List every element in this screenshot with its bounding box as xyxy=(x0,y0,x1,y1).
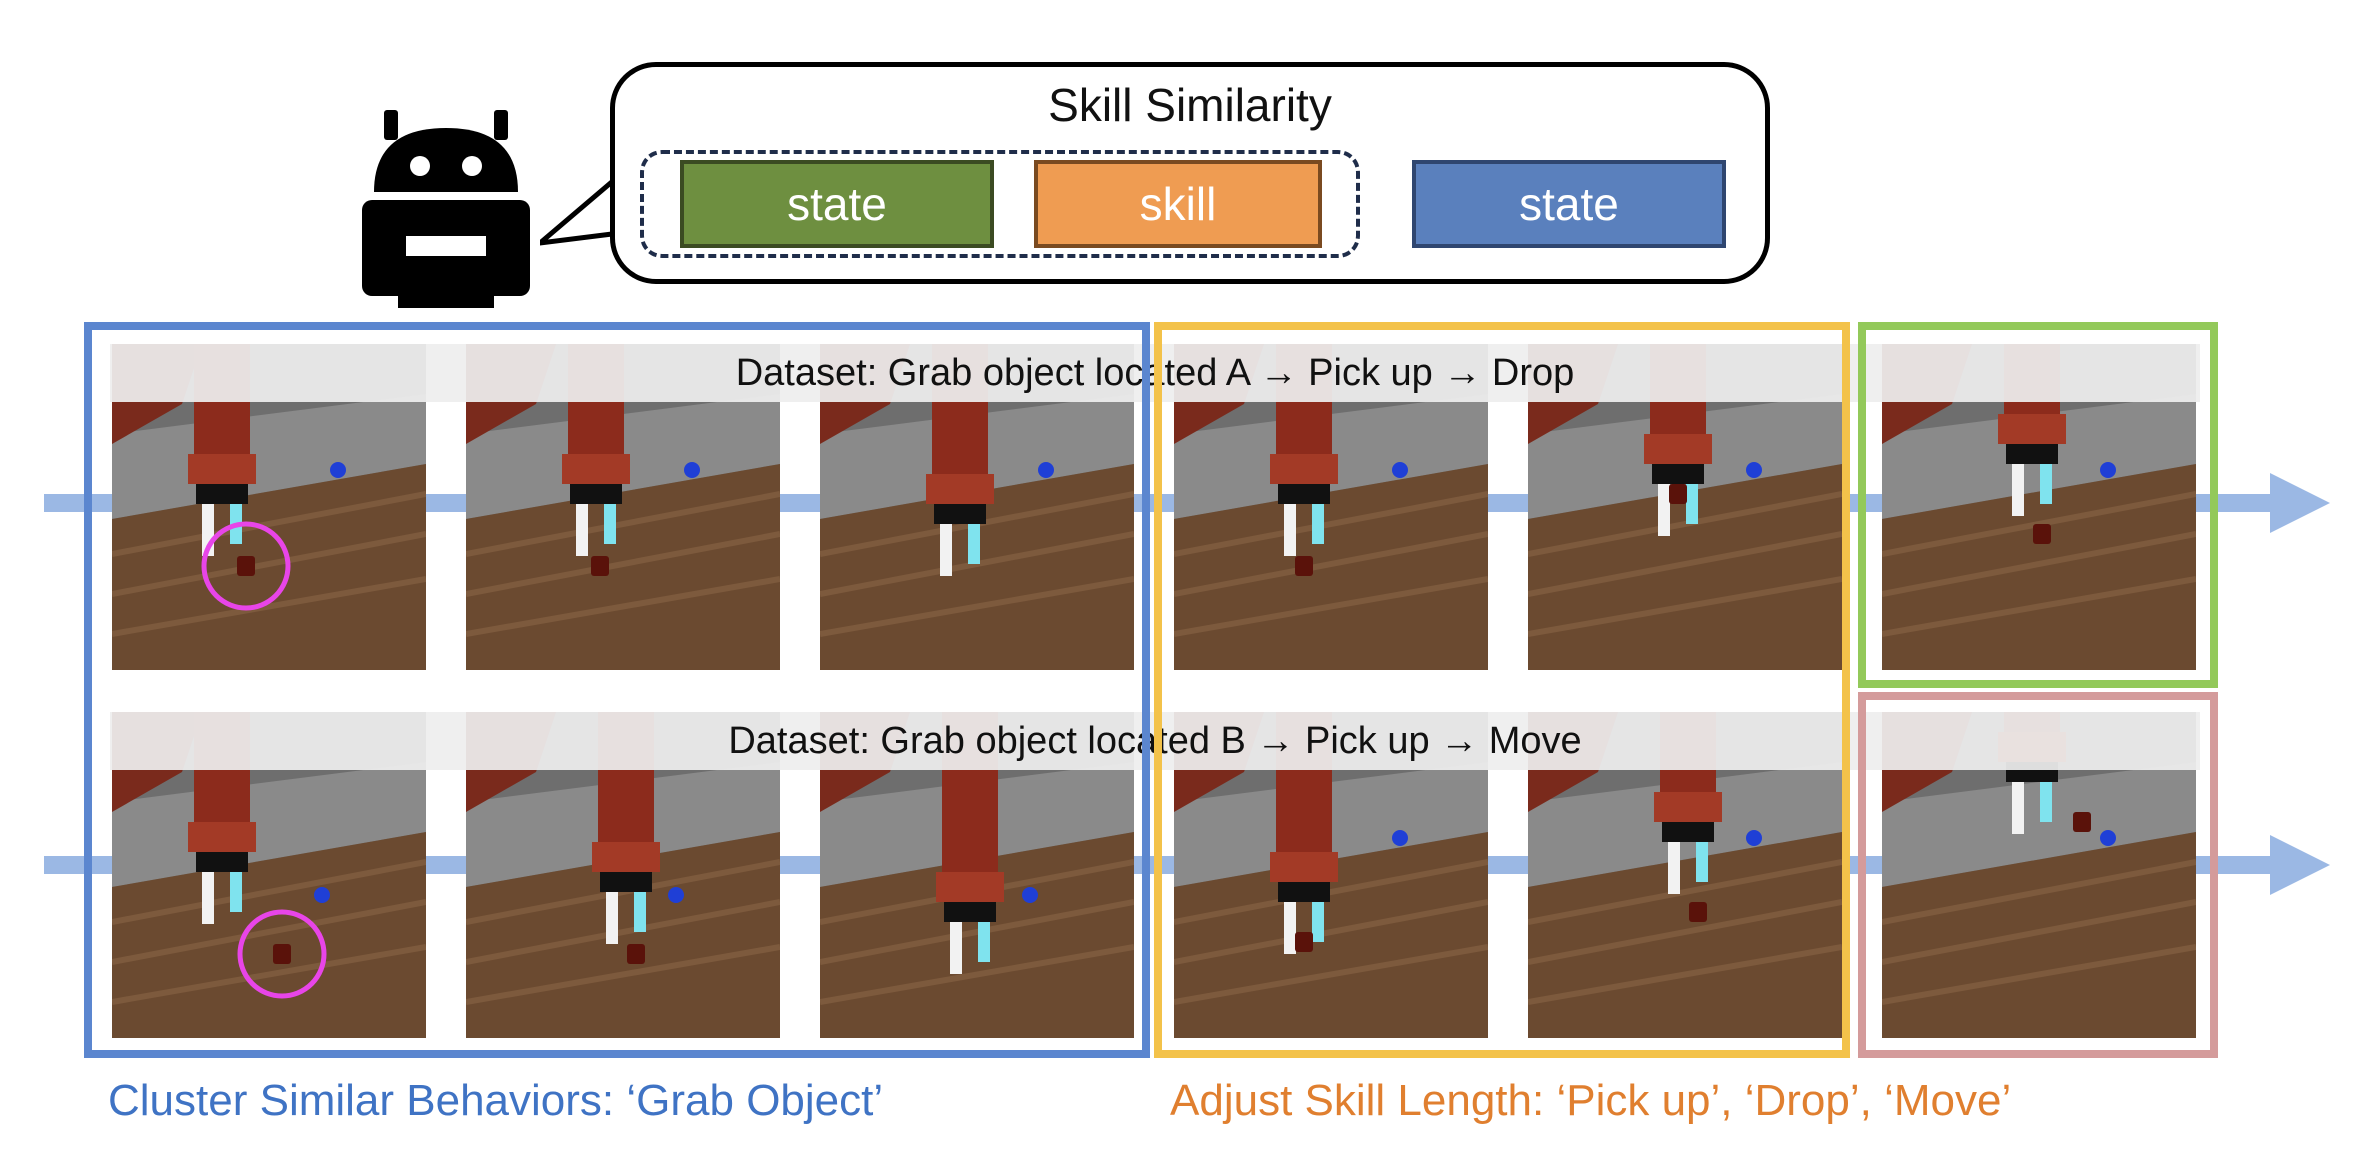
state-token-2: state xyxy=(1412,160,1726,248)
move-box xyxy=(1858,692,2218,1058)
skill-token: skill xyxy=(1034,160,1322,248)
state-token-1: state xyxy=(680,160,994,248)
cluster-caption: Cluster Similar Behaviors: ‘Grab Object’ xyxy=(108,1076,884,1125)
robot-icon xyxy=(362,110,530,308)
skill-similarity-title: Skill Similarity xyxy=(1048,79,1332,131)
adjust-box xyxy=(1154,322,1850,1058)
drop-box xyxy=(1858,322,2218,688)
cluster-box xyxy=(84,322,1150,1058)
row1-arrow-head xyxy=(2270,473,2330,533)
adjust-caption: Adjust Skill Length: ‘Pick up’, ‘Drop’, … xyxy=(1170,1076,2012,1125)
row2-arrow-head xyxy=(2270,835,2330,895)
state-skill-group xyxy=(640,150,1360,258)
